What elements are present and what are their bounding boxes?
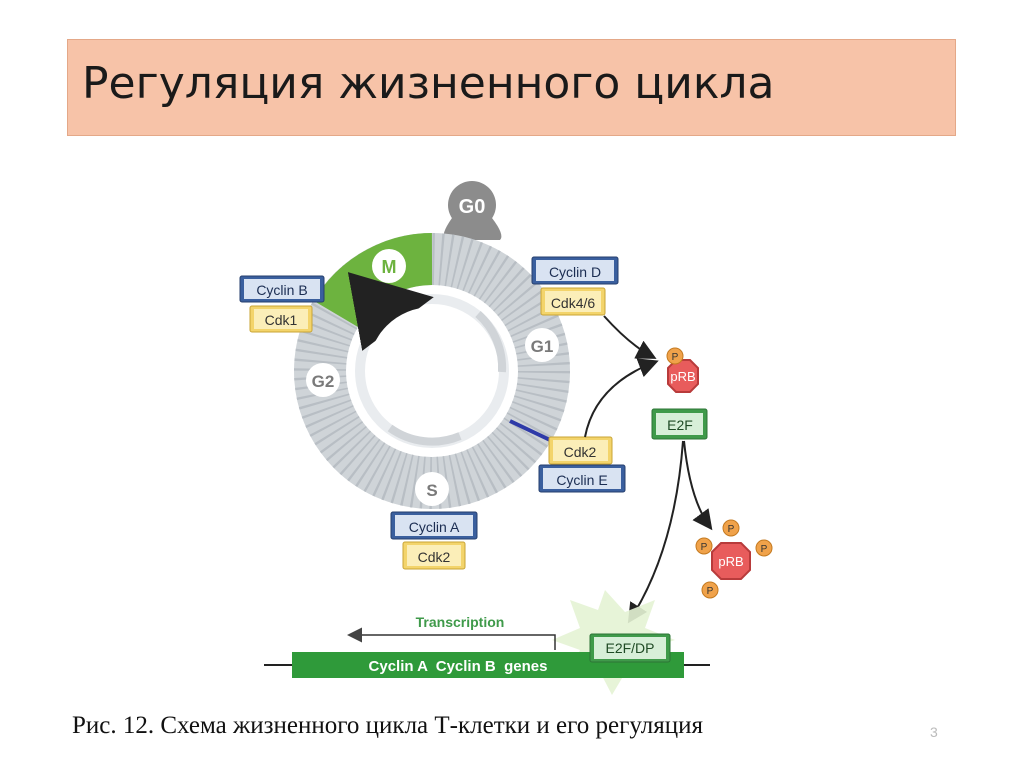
hyperphosphorylated-prb: pRB P P P P <box>695 519 773 599</box>
phosphate-label-2: P <box>701 542 708 553</box>
cycle-ring <box>294 233 570 509</box>
cdk46-label: Cdk4/6 <box>551 295 596 311</box>
genes-label: Cyclin A Cyclin B genes <box>369 658 548 675</box>
g0-bulb: G0 <box>443 181 502 240</box>
phase-label-g0: G0 <box>459 196 486 218</box>
title-banner: Регуляция жизненного цикла <box>67 39 956 136</box>
figure-caption: Рис. 12. Схема жизненного цикла Т-клетки… <box>72 712 703 739</box>
m-phase-arrow <box>347 272 434 351</box>
restriction-point-line <box>509 419 551 442</box>
cdk1-label: Cdk1 <box>265 312 298 328</box>
prb-protein: pRB P <box>666 347 699 393</box>
phosphate-label: P <box>672 352 679 363</box>
phase-label-s: S <box>426 481 437 500</box>
cyclin-d-to-prb-arrow <box>603 315 657 359</box>
cyclin-d-label: Cyclin D <box>549 264 601 280</box>
cyclin-e-to-prb-arrow <box>584 358 659 438</box>
cyclin-a-complex: Cyclin A Cdk2 <box>390 511 478 570</box>
cyclin-a-label: Cyclin A <box>409 519 460 535</box>
e2f-dp-box: E2F/DP <box>589 633 671 663</box>
prb-label: pRB <box>670 369 695 384</box>
e2f-to-phospho-prb-arrow <box>683 440 713 531</box>
phase-label-g1: G1 <box>531 337 554 356</box>
page-number: 3 <box>930 724 938 740</box>
page-title: Регуляция жизненного цикла <box>82 58 775 109</box>
phosphate-label-4: P <box>761 544 768 555</box>
transcription-arrow: Transcription <box>347 614 556 650</box>
cdk2-e-label: Cdk2 <box>564 444 597 460</box>
s-track-arrow <box>387 424 462 446</box>
cyclin-e-label: Cyclin E <box>556 472 607 488</box>
phase-labels: M G1 G2 S <box>306 249 559 506</box>
cyclin-e-complex: Cdk2 Cyclin E <box>538 436 626 493</box>
transcription-label: Transcription <box>416 614 505 630</box>
g1-track-arrow <box>475 311 507 373</box>
e2f-box: E2F <box>651 408 708 440</box>
phase-label-g2: G2 <box>312 372 335 391</box>
e2f-to-dna-arrow <box>627 440 684 624</box>
cyclin-b-label: Cyclin B <box>256 282 307 298</box>
prb-label-2: pRB <box>718 554 743 569</box>
phase-label-m: M <box>382 257 397 277</box>
phosphate-label-3: P <box>728 524 735 535</box>
cyclin-b-complex: Cyclin B Cdk1 <box>239 275 325 333</box>
dna-strand: Cyclin A Cyclin B genes <box>264 652 710 678</box>
cdk2-a-label: Cdk2 <box>418 549 451 565</box>
cyclin-d-complex: Cyclin D Cdk4/6 <box>531 256 619 316</box>
phosphate-label-5: P <box>707 586 714 597</box>
e2f-label: E2F <box>667 417 693 433</box>
e2f-dp-label: E2F/DP <box>605 640 654 656</box>
